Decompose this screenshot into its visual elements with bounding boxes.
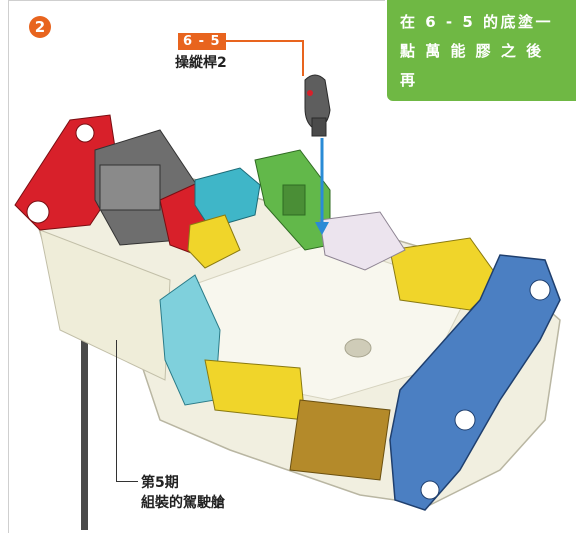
part-leader-horizontal xyxy=(222,40,304,42)
cockpit-label-line-1: 第5期 xyxy=(141,475,179,491)
note-line-3: 插入。 xyxy=(400,100,453,118)
brown-module-front xyxy=(289,399,391,481)
note-line-1: 在 6 - 5 的底塗一 xyxy=(400,13,553,31)
step-number-badge: 2 xyxy=(29,16,51,38)
cockpit-leader-horizontal xyxy=(116,481,138,482)
part-number-tag: 6 - 5 xyxy=(178,33,226,50)
blue-side-frame xyxy=(389,254,561,511)
note-line-2: 點 萬 能 膠 之 後 再 xyxy=(400,42,544,89)
pink-console xyxy=(319,211,406,271)
yellow-module-left xyxy=(187,214,241,269)
cockpit-leader-vertical xyxy=(116,340,117,481)
instruction-note: 在 6 - 5 的底塗一 點 萬 能 膠 之 後 再 插入。 xyxy=(385,0,576,118)
floor-hole xyxy=(344,338,372,358)
joystick-part xyxy=(304,74,331,137)
front-wall xyxy=(39,229,171,381)
cyan-box xyxy=(194,167,261,229)
page-frame xyxy=(8,0,576,533)
yellow-module-front xyxy=(204,359,306,421)
part-name: 操縱桿2 xyxy=(175,55,227,71)
part-leader-vertical xyxy=(302,40,304,76)
support-rod xyxy=(81,330,88,530)
cockpit-label-line-2: 組裝的駕駛艙 xyxy=(141,495,225,511)
cockpit-label: 第5期 組裝的駕駛艙 xyxy=(141,473,225,513)
